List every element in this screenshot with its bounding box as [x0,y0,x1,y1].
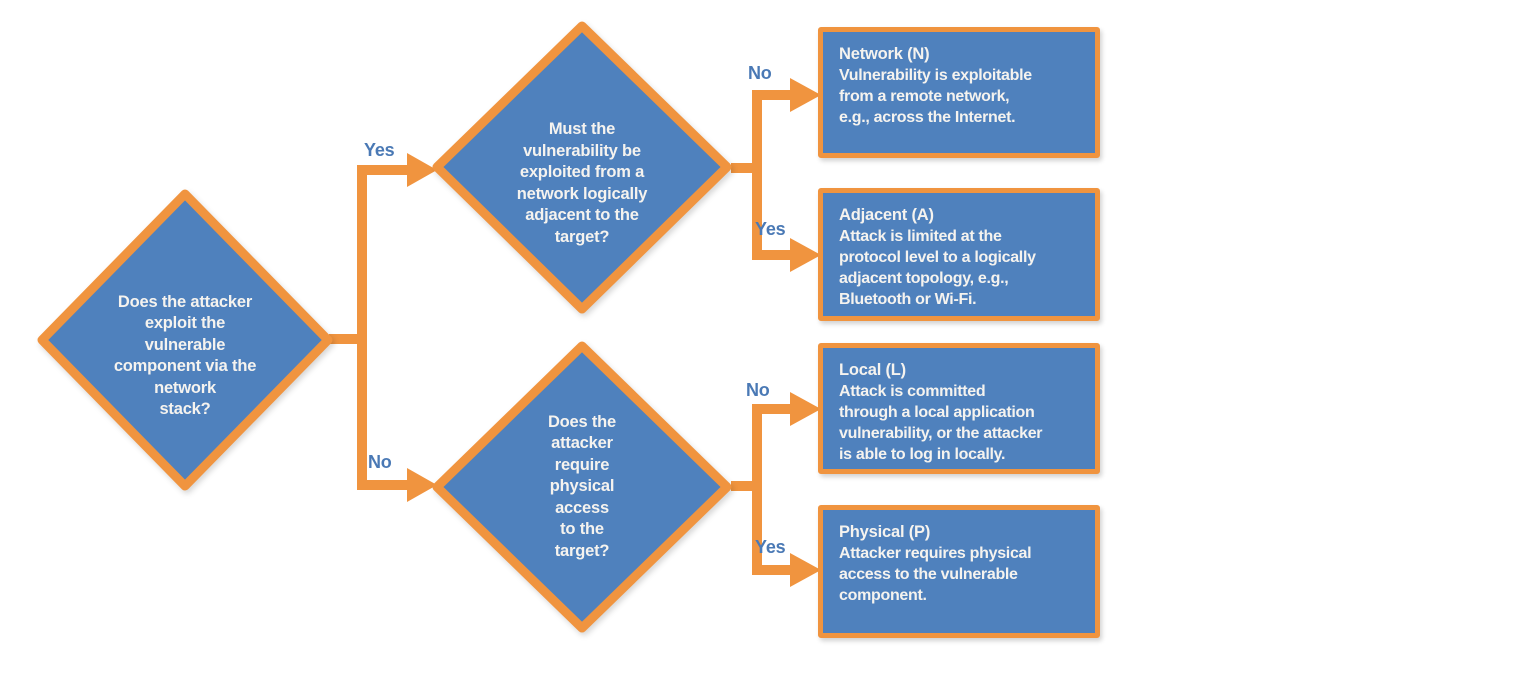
edge-root-trunk [357,165,408,490]
edge-label-physical-no: No [746,380,770,400]
edge-label-physical-yes: Yes [755,537,786,557]
outcome-adjacent-title: Adjacent (A) [839,206,934,224]
outcome-network-box: Network (N) Vulnerability is exploitable… [818,27,1100,158]
arrowhead-physical-yes [790,553,821,587]
decision-physical-access: Does the attacker require physical acces… [432,341,732,633]
arrowhead-physical-no [790,392,821,426]
outcome-physical-body: Attacker requires physical access to the… [839,545,1032,604]
edge-label-adjacent-no: No [748,63,772,83]
outcome-physical-box: Physical (P) Attacker requires physical … [818,505,1100,638]
outcome-adjacent-body: Attack is limited at the protocol level … [839,228,1036,308]
diamond-shape [432,341,732,633]
decision-adjacent-network: Must the vulnerability be exploited from… [432,21,732,314]
outcome-physical-title: Physical (P) [839,523,931,541]
diamond-shape [432,21,732,314]
edge-adjacent-trunk [752,90,791,260]
decision-physical-access-text: Does the attacker require physical acces… [547,412,617,560]
outcome-network-body: Vulnerability is exploitable from a remo… [839,67,1032,126]
arrowhead-adjacent-no [790,78,821,112]
outcome-local-title: Local (L) [839,361,906,379]
arrowhead-root-no [407,468,437,502]
edge-label-root-no: No [368,452,392,472]
decision-network-stack-text: Does the attacker exploit the vulnerable… [113,292,257,419]
outcome-local-body: Attack is committed through a local appl… [839,383,1043,463]
edge-label-root-yes: Yes [364,140,395,160]
decision-adjacent-network-text: Must the vulnerability be exploited from… [516,120,648,246]
arrowhead-root-yes [407,153,437,187]
arrowhead-adjacent-yes [790,238,821,272]
edge-label-adjacent-yes: Yes [755,219,786,239]
diamond-shape [37,189,333,491]
outcome-local-box: Local (L) Attack is committed through a … [818,343,1100,474]
decision-network-stack: Does the attacker exploit the vulnerable… [37,189,333,491]
edge-physical-trunk [752,404,791,575]
outcome-network-title: Network (N) [839,45,930,63]
outcome-adjacent-box: Adjacent (A) Attack is limited at the pr… [818,188,1100,321]
